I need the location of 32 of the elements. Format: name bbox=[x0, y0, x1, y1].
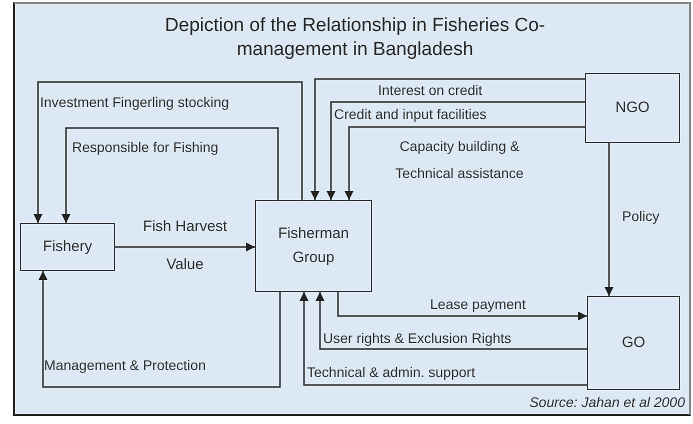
arrow bbox=[300, 292, 587, 386]
process-box bbox=[587, 296, 680, 390]
arrow bbox=[62, 127, 279, 223]
edge-label: Management & Protection bbox=[44, 357, 206, 374]
arrow bbox=[326, 101, 585, 200]
arrow bbox=[316, 292, 587, 350]
edge-label: Policy bbox=[622, 208, 660, 225]
node-label: Fishery bbox=[42, 237, 94, 257]
arrow bbox=[337, 292, 587, 320]
process-box bbox=[585, 73, 680, 143]
process-box bbox=[255, 200, 372, 292]
arrow bbox=[604, 143, 614, 296]
arrow bbox=[310, 78, 585, 200]
process-box bbox=[20, 223, 115, 271]
edge-label: Lease payment bbox=[430, 296, 526, 313]
arrow bbox=[38, 271, 281, 388]
arrow bbox=[344, 126, 585, 200]
edge-label: Technical & admin. support bbox=[307, 364, 476, 381]
node-label: Fisherman Group bbox=[277, 224, 350, 268]
arrow bbox=[34, 81, 303, 223]
arrow bbox=[115, 242, 255, 252]
edge-label: User rights & Exclusion Rights bbox=[323, 330, 512, 347]
node-label: NGO bbox=[614, 98, 651, 118]
edge-label: Interest on credit bbox=[378, 82, 482, 99]
edge-label: Capacity building & Technical assistance bbox=[394, 137, 525, 183]
edge-label: Credit and input facilities bbox=[334, 106, 487, 123]
edge-label: Responsible for Fishing bbox=[72, 139, 218, 156]
node-label: GO bbox=[620, 333, 646, 353]
diagram-title: Depiction of the Relationship in Fisheries Co-management in Bangladesh bbox=[164, 14, 546, 62]
edge-label: Investment Fingerling stocking bbox=[40, 94, 230, 111]
edge-label: Fish Harvest Value bbox=[142, 217, 228, 275]
source-note: Source: Jahan et al 2000 bbox=[529, 394, 685, 410]
